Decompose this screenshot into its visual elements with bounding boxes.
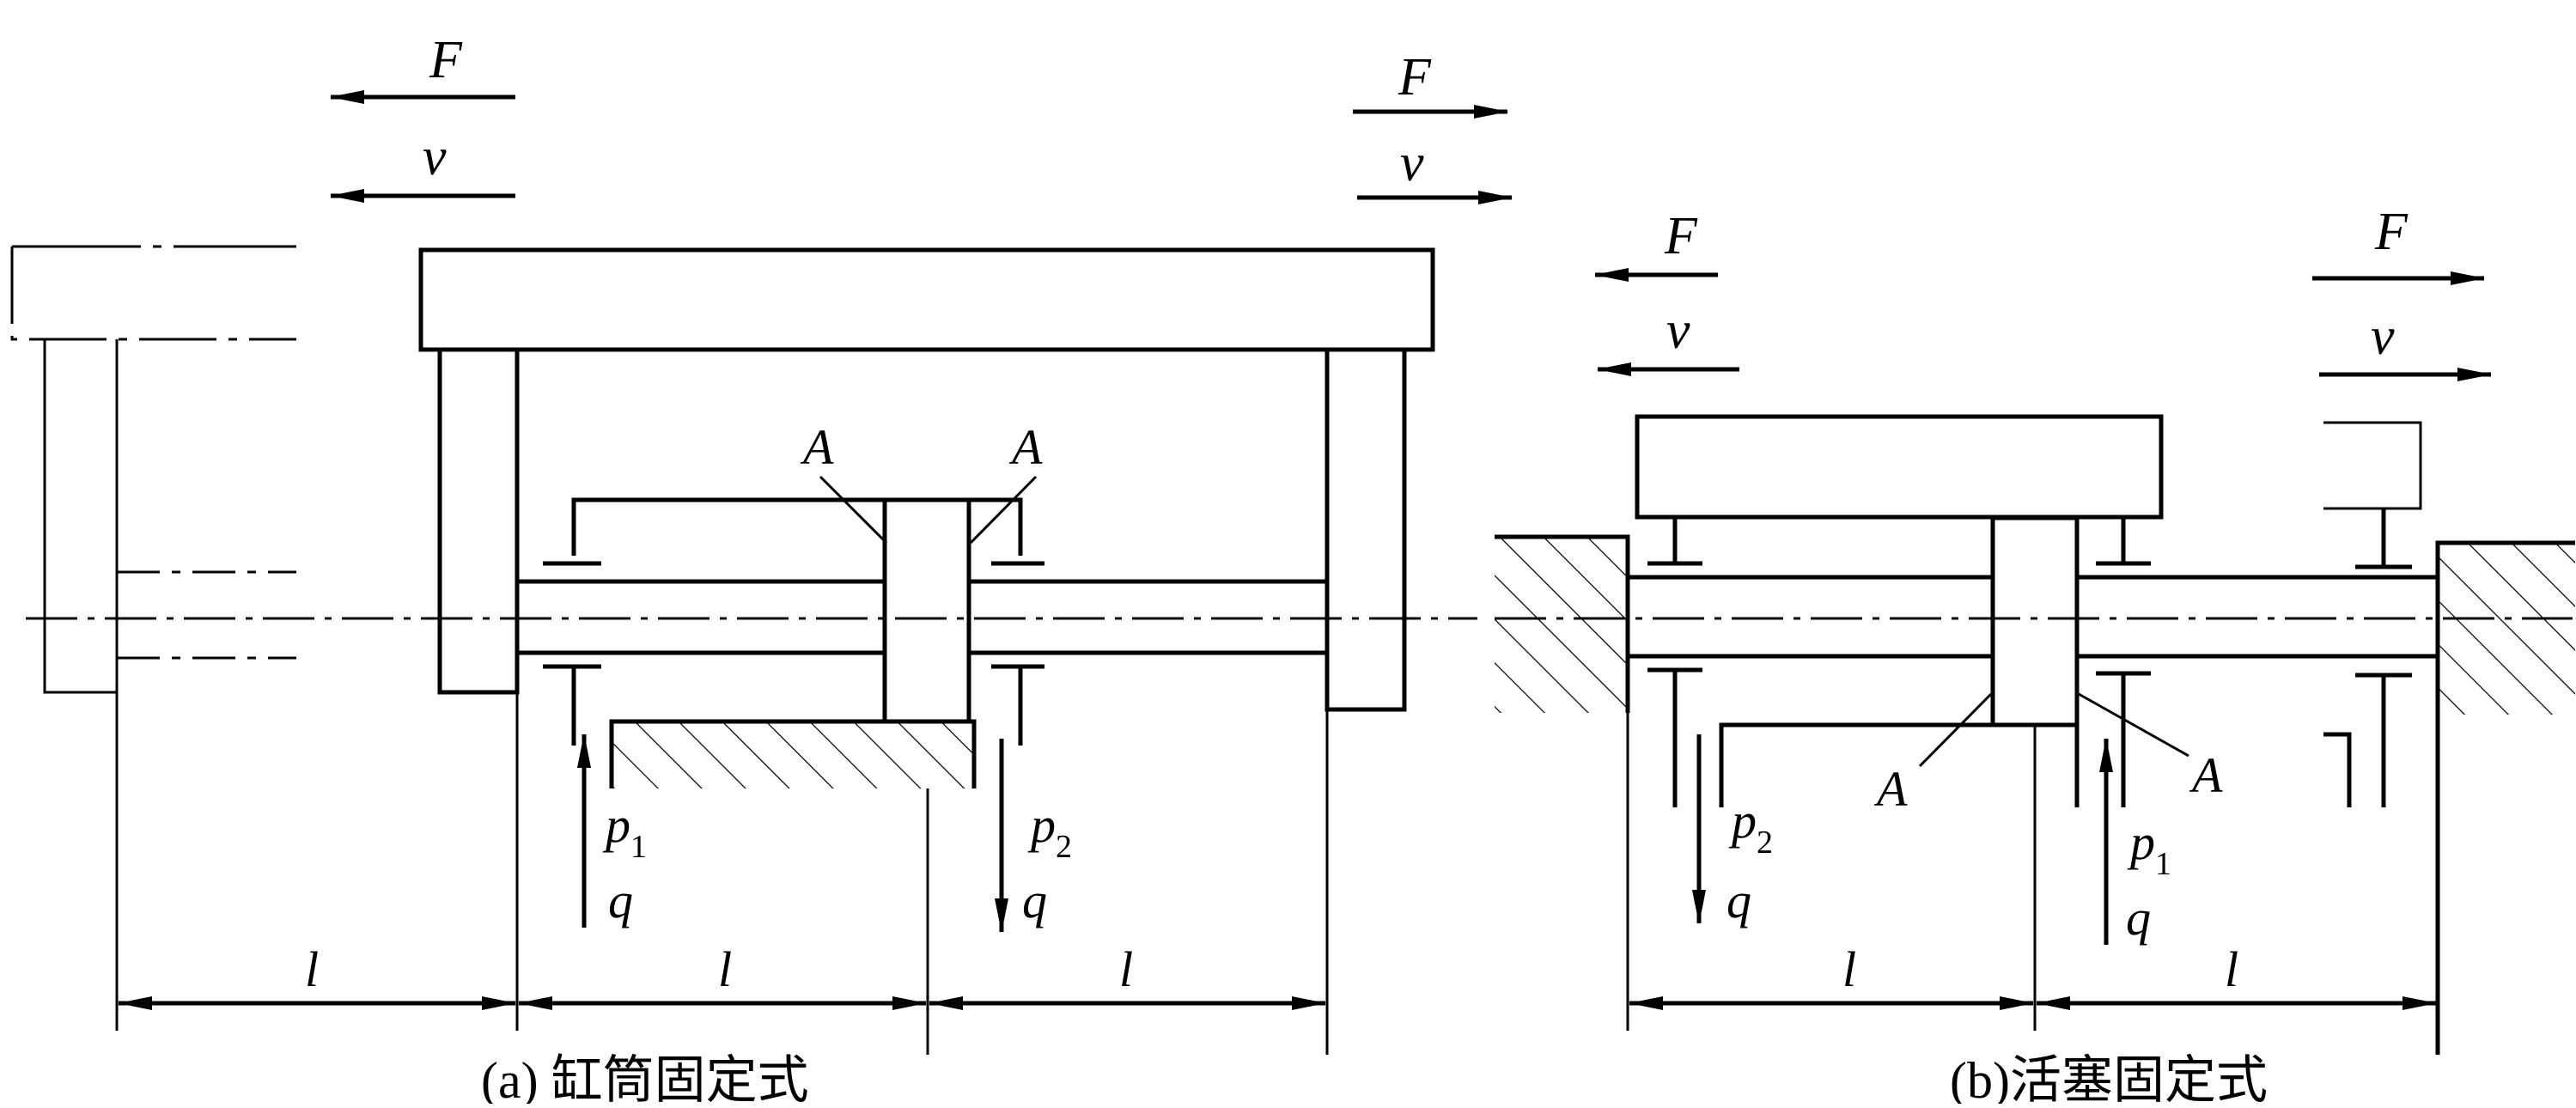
piston	[882, 497, 971, 724]
label-dim-1: l	[1842, 941, 1856, 997]
caption-a: (a) 缸筒固定式	[481, 1052, 809, 1104]
label-pressure-in: p1	[2127, 814, 2171, 882]
label-area-left: A	[800, 419, 834, 475]
label-pressure-out: p2	[1728, 793, 1773, 861]
label-dim-3: l	[1119, 941, 1133, 997]
ghost-table-outline	[10, 245, 296, 694]
label-dim-1: l	[305, 941, 319, 997]
table-leg-right	[1325, 347, 1407, 712]
cylinder-top-right	[969, 497, 1023, 556]
worktable	[418, 247, 1435, 352]
label-velocity-right: v	[1400, 134, 1424, 192]
cylinder-lower-left	[1719, 722, 1993, 807]
piston	[1990, 515, 2080, 728]
fixed-base-hatch	[612, 721, 974, 788]
label-area-right: A	[2189, 747, 2223, 803]
label-velocity-left: v	[1666, 301, 1690, 360]
label-velocity-left: v	[423, 128, 447, 186]
fixed-base	[609, 719, 977, 788]
label-area-right: A	[1008, 419, 1043, 475]
label-flow-out: q	[1022, 873, 1047, 928]
label-pressure-in: p1	[602, 797, 647, 865]
label-area-left: A	[1873, 761, 1908, 817]
moving-table	[1635, 414, 2164, 520]
ghost-table-right	[2323, 421, 2422, 510]
label-flow-in: q	[2126, 890, 2151, 946]
caption-b: (b)活塞固定式	[1950, 1052, 2268, 1104]
label-force-right: F	[2374, 203, 2409, 261]
label-pressure-out: p2	[1027, 797, 1072, 865]
diagram-b-piston-fixed: F v F v A A p2 q p1 q l l (b)活塞固定式	[1495, 203, 2575, 1108]
label-force-left: F	[1664, 207, 1698, 265]
table-leg-left	[437, 347, 520, 695]
label-dim-2: l	[2225, 941, 2238, 997]
label-flow-in: q	[608, 873, 633, 928]
fixed-wall-left-hatch	[1495, 537, 1628, 713]
diagram-a-cylinder-fixed: F v F v A A p1 q p2 q l l l (a) 缸筒固定式	[10, 31, 1513, 1108]
cylinder-top-left	[571, 497, 885, 556]
fixed-wall-right-hatch	[2438, 543, 2575, 715]
label-dim-2: l	[718, 941, 732, 997]
fixed-wall-right	[2435, 540, 2575, 1055]
label-force-left: F	[429, 31, 463, 89]
label-force-right: F	[1398, 48, 1432, 107]
label-flow-out: q	[1726, 873, 1751, 928]
label-velocity-right: v	[2371, 307, 2395, 366]
